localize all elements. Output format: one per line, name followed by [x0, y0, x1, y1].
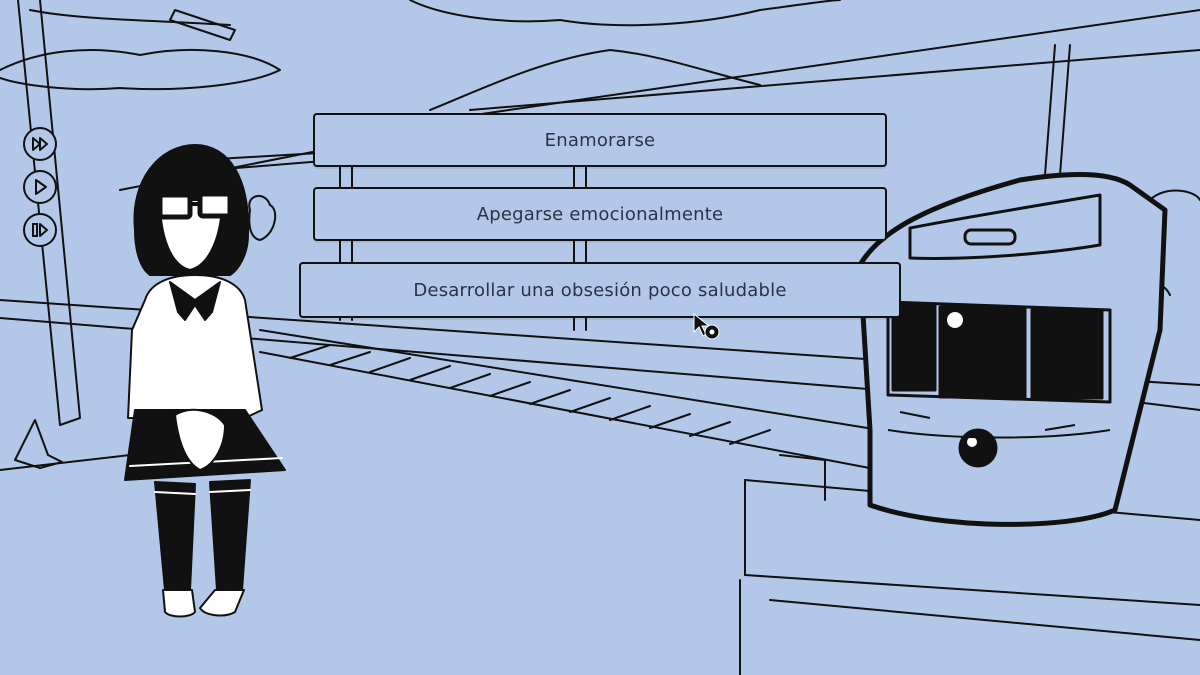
choice-button-2[interactable]: Apegarse emocionalmente — [313, 187, 887, 241]
play-icon — [35, 179, 47, 195]
choice-button-1[interactable]: Enamorarse — [313, 113, 887, 167]
choice-label: Apegarse emocionalmente — [476, 203, 724, 225]
cloud-left — [0, 49, 281, 91]
fast-forward-button[interactable] — [23, 127, 57, 161]
pause-icon — [32, 223, 48, 237]
mountain — [429, 49, 761, 111]
tram — [857, 172, 1168, 527]
choice-button-3[interactable]: Desarrollar una obsesión poco saludable — [299, 262, 901, 318]
mouse-cursor-icon — [693, 312, 720, 340]
cloud-top — [409, 0, 841, 27]
girl-character — [124, 144, 286, 618]
fast-forward-icon — [32, 137, 48, 151]
street-lamp — [17, 0, 81, 426]
choice-label: Desarrollar una obsesión poco saludable — [413, 279, 787, 301]
traffic-cone — [14, 419, 63, 469]
pause-button[interactable] — [23, 213, 57, 247]
choice-label: Enamorarse — [544, 129, 656, 151]
play-button[interactable] — [23, 170, 57, 204]
